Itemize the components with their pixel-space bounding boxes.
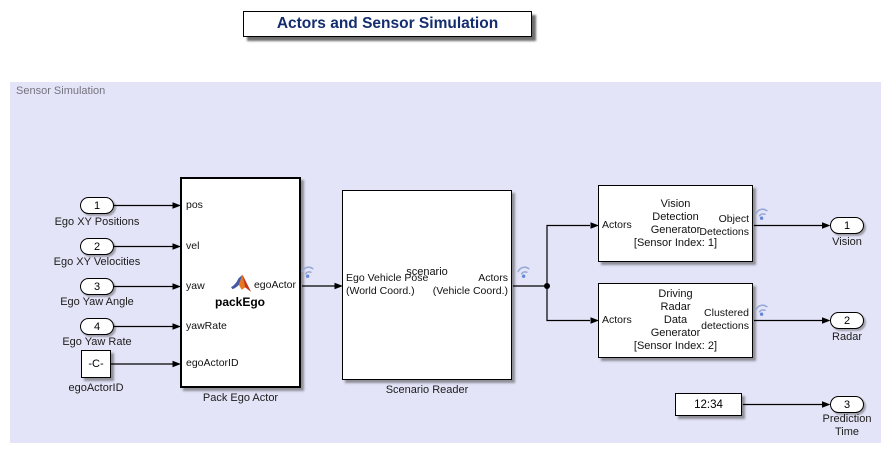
outport-vision-label: Vision [832,236,862,248]
outport-prediction-time-label1: Prediction [822,413,872,425]
matlab-logo-icon [231,274,251,292]
radar-center-text: Driving Radar Data Generator [Sensor Ind… [598,288,753,353]
radar-center-line2: Radar [660,301,691,313]
pack-ego-actor-label: Pack Ego Actor [202,392,279,404]
outport-radar[interactable]: 2 [830,312,864,329]
scenario-reader-input-line2: (World Coord.) [346,285,415,297]
inport-ego-yaw-rate[interactable]: 4 [80,318,114,335]
digital-clock-block[interactable]: 12:34 [675,393,742,416]
title-annotation[interactable]: Actors and Sensor Simulation [243,11,532,37]
inport-ego-yaw-angle-label: Ego Yaw Angle [60,296,134,308]
inport-ego-yaw-angle[interactable]: 3 [80,278,114,295]
vision-center-text: Vision Detection Generator [Sensor Index… [598,198,753,250]
pack-ego-port-egoactorid: egoActorID [186,357,239,369]
vision-output-line1: Object [718,213,749,225]
radar-center-line1: Driving [658,288,693,300]
scenario-reader-input-line1: Ego Vehicle Pose [346,272,429,284]
inport-ego-xy-velocities-label: Ego XY Velocities [53,256,141,268]
radar-center-line4: Generator [650,327,701,339]
vision-center-line1: Vision [660,198,691,210]
outport-radar-label: Radar [832,331,862,343]
vision-center-line2: Detection [652,211,699,223]
inport-ego-yaw-rate-label: Ego Yaw Rate [62,336,132,348]
radar-center-line3: Data [663,314,688,326]
radar-output-line1: Clustered [704,307,749,319]
inport-ego-xy-positions-label: Ego XY Positions [54,216,140,228]
radar-port-actors: Actors [602,314,632,326]
pack-ego-port-yaw: yaw [186,280,205,292]
inport-ego-xy-velocities[interactable]: 2 [80,238,114,255]
constant-block-label: egoActorID [68,382,124,394]
outport-prediction-time-label2: Time [834,426,860,438]
vision-center-line3: Generator [650,224,701,236]
radar-output-line2: detections [701,320,749,332]
scenario-reader-center-text: scenario [406,266,448,278]
sensor-simulation-area-label: Sensor Simulation [16,85,106,97]
pack-ego-port-pos: pos [186,199,203,211]
pack-ego-port-yawrate: yawRate [186,320,227,332]
outport-prediction-time[interactable]: 3 [830,396,864,413]
scenario-reader-block[interactable] [342,190,512,380]
constant-block-egoactorid[interactable]: -C- [81,350,111,378]
pack-ego-port-egoactor: egoActor [253,279,296,291]
scenario-reader-output-line1: Actors [478,272,508,284]
radar-center-line5: [Sensor Index: 2] [633,340,718,352]
vision-output-line2: Detections [699,226,749,238]
pack-ego-fcn-name: packEgo [214,295,265,309]
inport-ego-xy-positions[interactable]: 1 [80,197,114,214]
vision-center-line4: [Sensor Index: 1] [633,237,718,249]
vision-detection-generator-block[interactable] [598,185,753,262]
outport-vision[interactable]: 1 [830,217,864,234]
radar-data-generator-block[interactable] [598,283,753,358]
scenario-reader-label: Scenario Reader [385,384,469,396]
vision-port-actors: Actors [602,219,632,231]
pack-ego-port-vel: vel [186,240,200,252]
scenario-reader-output-line2: (Vehicle Coord.) [432,285,508,297]
